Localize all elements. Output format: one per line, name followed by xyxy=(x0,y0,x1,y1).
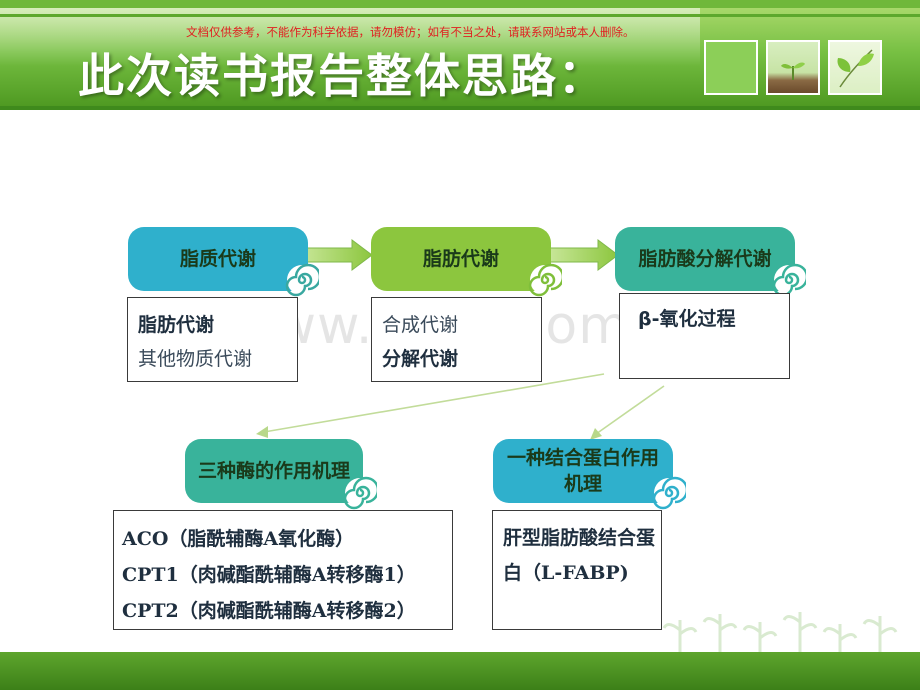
page-title: 此次读书报告整体思路： xyxy=(78,49,606,103)
arrow-head-icon xyxy=(256,426,268,438)
enzyme-item: CPT1（肉碱酯酰辅酶A转移酶1） xyxy=(122,564,416,586)
detail-item: β-氧化过程 xyxy=(638,308,736,330)
header-top-bar xyxy=(0,0,920,8)
leaf-thumbnail xyxy=(828,40,882,95)
sprout-thumbnail xyxy=(766,40,820,95)
pill-label: 脂肪代谢 xyxy=(422,248,499,270)
protein-item: 肝型脂肪酸结合蛋白（L-FABP) xyxy=(503,527,656,584)
detail-item: 脂肪代谢 xyxy=(138,314,215,336)
footer-bar xyxy=(0,652,920,690)
pill-label: 三种酶的作用机理 xyxy=(197,460,350,482)
pill-fat-metabolism: 脂肪代谢 xyxy=(371,227,551,291)
detail-item: 合成代谢 xyxy=(382,314,459,336)
spiral-icon xyxy=(652,476,686,510)
header-divider xyxy=(0,106,920,110)
leaf-icon xyxy=(837,49,874,88)
pill-fatty-acid-catabolism: 脂肪酸分解代谢 xyxy=(615,227,795,291)
pill-label: 脂肪酸分解代谢 xyxy=(638,248,772,270)
spiral-icon xyxy=(772,263,806,297)
fat-metabolism-detail: 合成代谢 分解代谢 xyxy=(371,297,542,382)
spiral-icon xyxy=(285,263,319,297)
spiral-icon xyxy=(528,263,562,297)
arrow-right-icon xyxy=(299,239,373,271)
pill-three-enzymes: 三种酶的作用机理 xyxy=(185,439,363,503)
green-thumbnail xyxy=(704,40,758,95)
sprout-icon xyxy=(781,62,805,80)
header-highlight xyxy=(0,8,700,66)
lipid-metabolism-detail: 脂肪代谢 其他物质代谢 xyxy=(127,297,298,382)
enzymes-detail: ACO（脂酰辅酶A氧化酶） CPT1（肉碱酯酰辅酶A转移酶1） CPT2（肉碱酯… xyxy=(113,510,453,630)
arrow-head-icon xyxy=(590,428,602,440)
connector-line xyxy=(263,373,605,433)
binding-protein-detail: 肝型脂肪酸结合蛋白（L-FABP) xyxy=(492,510,662,630)
connector-line xyxy=(595,385,665,435)
arrow-right-icon xyxy=(547,239,619,271)
header-stripe xyxy=(0,14,920,17)
detail-item: 分解代谢 xyxy=(382,348,459,370)
pill-binding-protein: 一种结合蛋白作用机理 xyxy=(493,439,673,503)
spiral-icon xyxy=(343,476,377,510)
enzyme-item: ACO（脂酰辅酶A氧化酶） xyxy=(122,528,355,550)
detail-item: 其他物质代谢 xyxy=(138,348,253,370)
enzyme-item: CPT2（肉碱酯酰辅酶A转移酶2） xyxy=(122,600,416,622)
pill-label: 一种结合蛋白作用机理 xyxy=(507,447,660,495)
enzyme-list: ACO（脂酰辅酶A氧化酶） CPT1（肉碱酯酰辅酶A转移酶1） CPT2（肉碱酯… xyxy=(122,521,447,629)
fatty-acid-detail: β-氧化过程 xyxy=(619,293,790,379)
pill-lipid-metabolism: 脂质代谢 xyxy=(128,227,308,291)
disclaimer-text: 文档仅供参考，不能作为科学依据，请勿模仿；如有不当之处，请联系网站或本人删除。 xyxy=(186,25,635,39)
pill-label: 脂质代谢 xyxy=(179,248,256,270)
